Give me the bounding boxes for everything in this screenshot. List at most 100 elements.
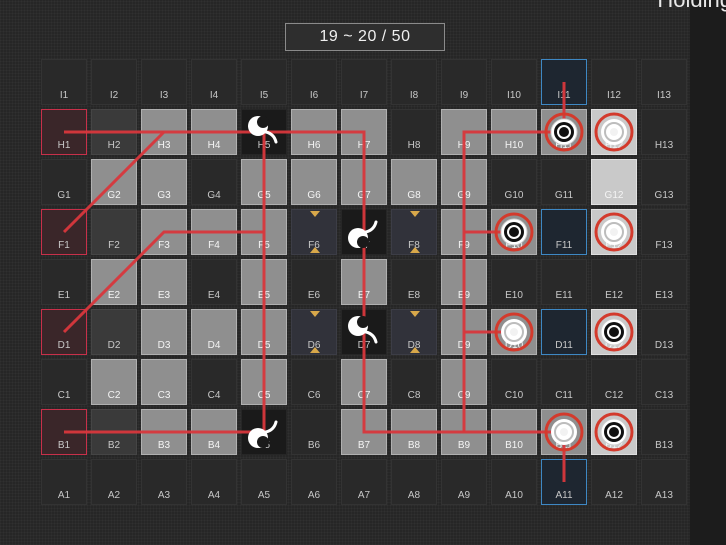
chart-cell-c3[interactable]: C3 [141, 359, 187, 405]
chart-cell-f2[interactable]: F2 [91, 209, 137, 255]
chart-cell-f12[interactable]: F12 [591, 209, 637, 255]
chart-cell-b8[interactable]: B8 [391, 409, 437, 455]
chart-cell-c8[interactable]: C8 [391, 359, 437, 405]
chart-cell-b11[interactable]: B11 [541, 409, 587, 455]
chart-cell-g3[interactable]: G3 [141, 159, 187, 205]
chart-cell-e6[interactable]: E6 [291, 259, 337, 305]
chart-cell-a12[interactable]: A12 [591, 459, 637, 505]
chart-cell-e2[interactable]: E2 [91, 259, 137, 305]
chart-cell-c9[interactable]: C9 [441, 359, 487, 405]
chart-cell-i5[interactable]: I5 [241, 59, 287, 105]
chart-cell-h4[interactable]: H4 [191, 109, 237, 155]
chart-cell-i13[interactable]: I13 [641, 59, 687, 105]
chart-cell-f4[interactable]: F4 [191, 209, 237, 255]
chart-cell-b7[interactable]: B7 [341, 409, 387, 455]
chart-cell-a6[interactable]: A6 [291, 459, 337, 505]
chart-cell-e7[interactable]: E7 [341, 259, 387, 305]
chart-cell-e5[interactable]: E5 [241, 259, 287, 305]
chart-cell-f9[interactable]: F9 [441, 209, 487, 255]
chart-cell-h13[interactable]: H13 [641, 109, 687, 155]
chart-cell-e4[interactable]: E4 [191, 259, 237, 305]
chart-cell-c1[interactable]: C1 [41, 359, 87, 405]
chart-cell-c10[interactable]: C10 [491, 359, 537, 405]
chart-cell-f5[interactable]: F5 [241, 209, 287, 255]
chart-cell-h11[interactable]: H11 [541, 109, 587, 155]
chart-cell-i7[interactable]: I7 [341, 59, 387, 105]
chart-cell-d5[interactable]: D5 [241, 309, 287, 355]
chart-cell-f6[interactable]: F6 [291, 209, 337, 255]
chart-cell-b6[interactable]: B6 [291, 409, 337, 455]
chart-cell-a3[interactable]: A3 [141, 459, 187, 505]
chart-cell-c11[interactable]: C11 [541, 359, 587, 405]
chart-cell-b4[interactable]: B4 [191, 409, 237, 455]
chart-cell-g6[interactable]: G6 [291, 159, 337, 205]
chart-cell-i10[interactable]: I10 [491, 59, 537, 105]
chart-cell-b5[interactable]: B5 [241, 409, 287, 455]
chart-cell-d13[interactable]: D13 [641, 309, 687, 355]
chart-cell-b13[interactable]: B13 [641, 409, 687, 455]
chart-cell-h12[interactable]: H12 [591, 109, 637, 155]
chart-cell-d2[interactable]: D2 [91, 309, 137, 355]
chart-cell-b1[interactable]: B1 [41, 409, 87, 455]
chart-cell-e8[interactable]: E8 [391, 259, 437, 305]
chart-cell-g10[interactable]: G10 [491, 159, 537, 205]
chart-cell-i12[interactable]: I12 [591, 59, 637, 105]
chart-cell-i11[interactable]: I11 [541, 59, 587, 105]
chart-cell-i3[interactable]: I3 [141, 59, 187, 105]
chart-cell-a8[interactable]: A8 [391, 459, 437, 505]
chart-cell-c6[interactable]: C6 [291, 359, 337, 405]
chart-cell-i8[interactable]: I8 [391, 59, 437, 105]
chart-cell-b9[interactable]: B9 [441, 409, 487, 455]
chart-cell-b3[interactable]: B3 [141, 409, 187, 455]
chart-cell-g2[interactable]: G2 [91, 159, 137, 205]
chart-cell-i6[interactable]: I6 [291, 59, 337, 105]
chart-cell-a9[interactable]: A9 [441, 459, 487, 505]
chart-cell-f1[interactable]: F1 [41, 209, 87, 255]
chart-cell-g12[interactable]: G12 [591, 159, 637, 205]
chart-cell-g5[interactable]: G5 [241, 159, 287, 205]
chart-cell-d7[interactable]: D7 [341, 309, 387, 355]
chart-cell-g1[interactable]: G1 [41, 159, 87, 205]
chart-cell-h8[interactable]: H8 [391, 109, 437, 155]
chart-cell-h6[interactable]: H6 [291, 109, 337, 155]
chart-cell-f7[interactable]: F7 [341, 209, 387, 255]
chart-cell-b12[interactable]: B12 [591, 409, 637, 455]
chart-cell-c12[interactable]: C12 [591, 359, 637, 405]
chart-cell-b2[interactable]: B2 [91, 409, 137, 455]
chart-cell-d12[interactable]: D12 [591, 309, 637, 355]
chart-cell-d10[interactable]: D10 [491, 309, 537, 355]
chart-cell-h1[interactable]: H1 [41, 109, 87, 155]
chart-cell-a5[interactable]: A5 [241, 459, 287, 505]
chart-cell-d4[interactable]: D4 [191, 309, 237, 355]
chart-cell-a2[interactable]: A2 [91, 459, 137, 505]
chart-cell-c7[interactable]: C7 [341, 359, 387, 405]
chart-cell-e10[interactable]: E10 [491, 259, 537, 305]
chart-cell-h3[interactable]: H3 [141, 109, 187, 155]
chart-cell-e9[interactable]: E9 [441, 259, 487, 305]
chart-cell-a1[interactable]: A1 [41, 459, 87, 505]
chart-cell-d11[interactable]: D11 [541, 309, 587, 355]
chart-cell-e12[interactable]: E12 [591, 259, 637, 305]
chart-cell-d6[interactable]: D6 [291, 309, 337, 355]
chart-cell-f11[interactable]: F11 [541, 209, 587, 255]
chart-cell-i4[interactable]: I4 [191, 59, 237, 105]
chart-cell-g11[interactable]: G11 [541, 159, 587, 205]
chart-cell-c4[interactable]: C4 [191, 359, 237, 405]
chart-cell-i2[interactable]: I2 [91, 59, 137, 105]
chart-cell-i9[interactable]: I9 [441, 59, 487, 105]
chart-cell-d3[interactable]: D3 [141, 309, 187, 355]
chart-cell-c2[interactable]: C2 [91, 359, 137, 405]
chart-cell-a4[interactable]: A4 [191, 459, 237, 505]
chart-cell-h5[interactable]: H5 [241, 109, 287, 155]
chart-cell-d8[interactable]: D8 [391, 309, 437, 355]
chart-cell-d1[interactable]: D1 [41, 309, 87, 355]
chart-cell-c5[interactable]: C5 [241, 359, 287, 405]
chart-cell-b10[interactable]: B10 [491, 409, 537, 455]
chart-cell-h9[interactable]: H9 [441, 109, 487, 155]
chart-cell-f8[interactable]: F8 [391, 209, 437, 255]
chart-cell-g9[interactable]: G9 [441, 159, 487, 205]
chart-cell-e3[interactable]: E3 [141, 259, 187, 305]
chart-cell-d9[interactable]: D9 [441, 309, 487, 355]
chart-cell-a10[interactable]: A10 [491, 459, 537, 505]
chart-cell-e1[interactable]: E1 [41, 259, 87, 305]
